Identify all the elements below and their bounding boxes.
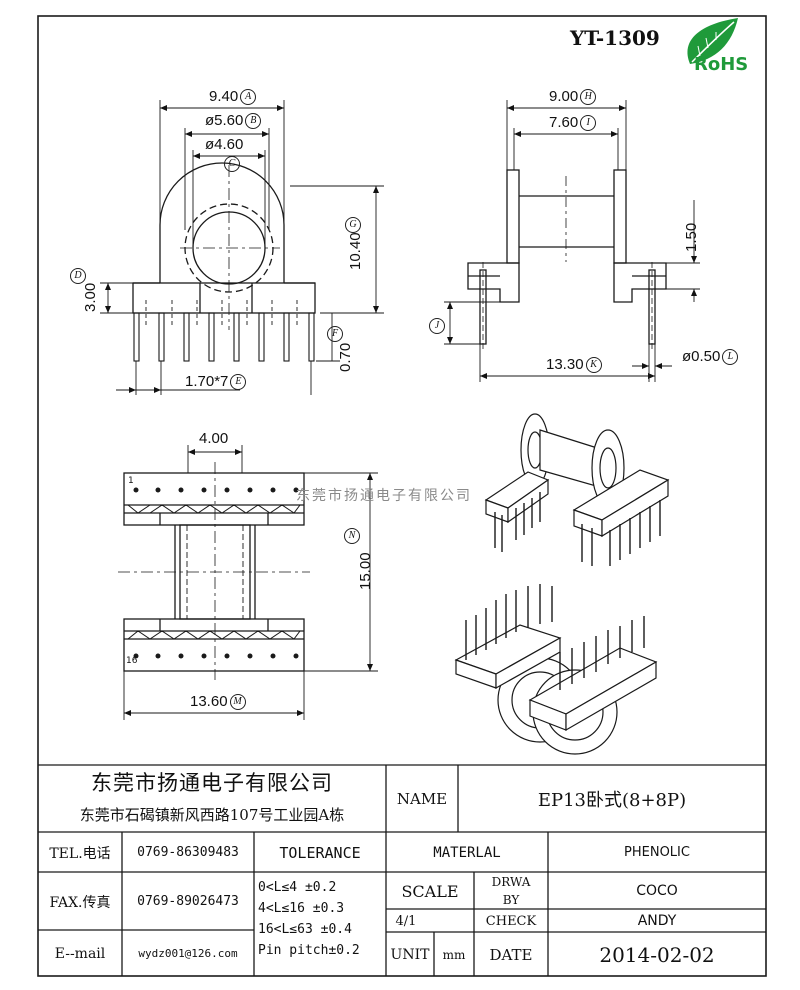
tolerance-line-1: 0<L≤4 ±0.2	[258, 880, 337, 895]
pin-16-number: 16	[126, 656, 138, 666]
unit-value: mm	[442, 947, 466, 962]
side-view	[444, 100, 700, 382]
dim-g-tag: G	[343, 217, 361, 234]
company-address: 东莞市石碣镇新风西路107号工业园A栋	[79, 805, 345, 824]
date-label: DATE	[489, 945, 533, 964]
dim-d: 3.00	[82, 282, 99, 312]
tolerance-line-3: 16<L≤63 ±0.4	[258, 922, 352, 937]
dim-d-tag: D	[68, 268, 86, 285]
dim-c: ø4.60	[205, 136, 244, 153]
tel-label: TEL.电话	[49, 845, 111, 862]
sheet-border	[37, 15, 767, 977]
front-view	[100, 100, 384, 395]
dim-side-pin: 1.50	[683, 222, 700, 252]
drwa-label: DRWA	[491, 875, 531, 889]
scale-label: SCALE	[401, 881, 459, 901]
isometric-view-bottom	[454, 584, 658, 755]
dim-f-tag: F	[325, 326, 343, 343]
name-value: EP13卧式(8+8P)	[537, 790, 687, 811]
part-number: YT-1309	[570, 26, 660, 50]
name-label: NAME	[396, 790, 448, 808]
dim-n: 15.00	[357, 552, 374, 590]
dim-n-tag: N	[342, 528, 360, 545]
pin-1-number: 1	[128, 476, 134, 486]
dim-g: 10.40	[347, 232, 364, 270]
by-label: BY	[502, 893, 520, 907]
drwa-value: COCO	[636, 883, 678, 899]
tolerance-line-2: 4<L≤16 ±0.3	[258, 901, 345, 916]
email-label: E--mail	[54, 945, 106, 962]
tolerance-label: TOLERANCE	[279, 843, 361, 862]
email-value: wydz001@126.com	[138, 947, 238, 960]
rohs-label: RoHS	[694, 54, 749, 75]
fax-label: FAX.传真	[49, 894, 111, 911]
dim-top-width: 4.00	[199, 430, 229, 447]
check-label: CHECK	[485, 913, 537, 929]
unit-label: UNIT	[390, 946, 430, 963]
rohs-leaf-icon	[687, 18, 738, 64]
watermark: 东莞市扬通电子有限公司	[296, 488, 472, 504]
fax-value: 0769-89026473	[137, 894, 239, 909]
tolerance-line-4: Pin pitch±0.2	[258, 943, 360, 958]
check-value: ANDY	[637, 913, 677, 929]
isometric-view-top	[484, 413, 670, 566]
dim-c-tag: C	[222, 156, 240, 173]
top-view	[118, 445, 378, 720]
scale-value: 4/1	[395, 913, 417, 929]
material-label: MATERLAL	[433, 844, 501, 861]
date-value: 2014-02-02	[599, 942, 715, 967]
title-block	[38, 764, 766, 976]
dim-j-tag: J	[427, 318, 445, 335]
company-name: 东莞市扬通电子有限公司	[91, 771, 333, 795]
dim-f: 0.70	[337, 342, 354, 372]
material-value: PHENOLIC	[624, 845, 690, 860]
tel-value: 0769-86309483	[137, 845, 239, 860]
